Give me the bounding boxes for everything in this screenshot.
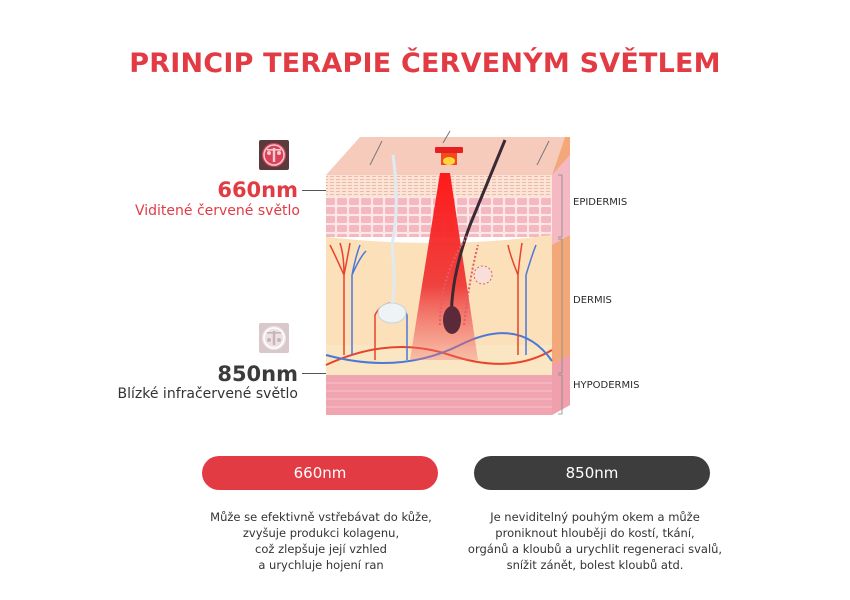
description-line: Může se efektivně vstřebávat do kůže, xyxy=(210,510,432,524)
led-chip-red-icon xyxy=(259,140,289,170)
wavelength-660-label: 660nm xyxy=(217,178,298,202)
description-line: proniknout hlouběji do kostí, tkání, xyxy=(495,526,695,540)
description-line: Je neviditelný pouhým okem a může xyxy=(490,510,700,524)
description-line: a urychluje hojení ran xyxy=(258,558,384,572)
wavelength-850-subtitle: Blízké infračervené světlo xyxy=(117,386,298,402)
wavelength-850-pill: 850nm xyxy=(474,456,710,490)
description-line: snížit zánět, bolest kloubů atd. xyxy=(506,558,684,572)
description-line: orgánů a kloubů a urychlit regeneraci sv… xyxy=(467,542,723,556)
page-title: PRINCIP TERAPIE ČERVENÝM SVĚTLEM xyxy=(129,48,721,79)
wavelength-660-pill: 660nm xyxy=(202,456,438,490)
layer-label-hypodermis: HYPODERMIS xyxy=(573,380,640,391)
skin-cross-section-diagram: EPIDERMIS DERMIS HYPODERMIS xyxy=(300,125,639,415)
layer-label-epidermis: EPIDERMIS xyxy=(573,197,628,208)
wavelength-850-description: Je neviditelný pouhým okem a může pronik… xyxy=(450,509,740,573)
wavelength-850-label: 850nm xyxy=(217,362,298,386)
layer-label-dermis: DERMIS xyxy=(573,295,612,306)
led-chip-infrared-icon xyxy=(259,323,289,353)
wavelength-660-subtitle: Viditené červené světlo xyxy=(134,203,300,219)
wavelength-660-description: Může se efektivně vstřebávat do kůže, zv… xyxy=(190,509,452,573)
description-line: zvyšuje produkci kolagenu, xyxy=(242,526,400,540)
description-line: což zlepšuje její vzhled xyxy=(255,542,387,556)
